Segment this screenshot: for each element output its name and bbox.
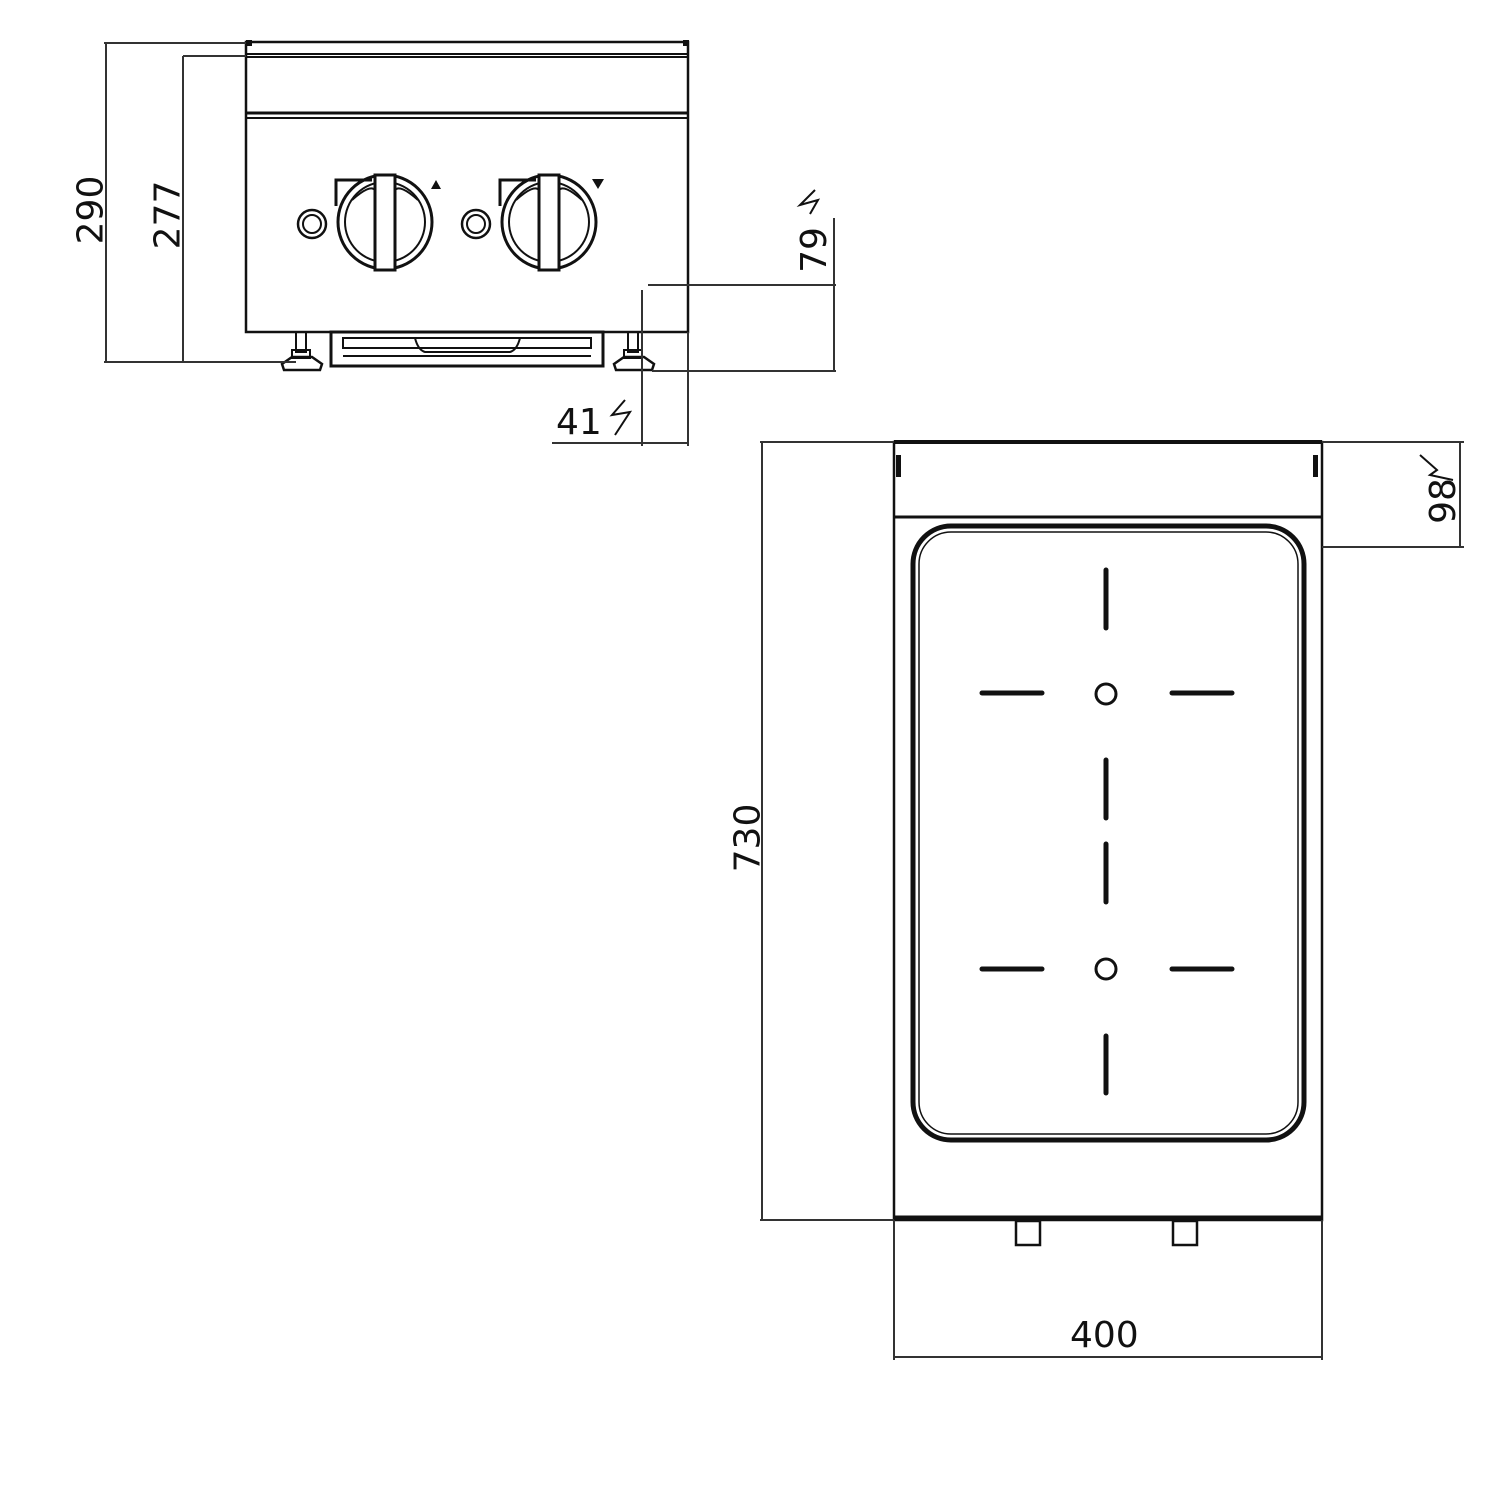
top-view bbox=[892, 440, 1324, 1247]
electric-connection-icon-top bbox=[1419, 454, 1454, 481]
dim-overall-height: 290 bbox=[70, 175, 112, 245]
knob-stem-right bbox=[1171, 1219, 1199, 1247]
dim-power-inlet-height: 79 bbox=[793, 227, 835, 273]
dim-depth: 730 bbox=[727, 803, 769, 873]
knob-grip-right bbox=[537, 173, 561, 272]
front-dimensions bbox=[104, 42, 836, 446]
dim-power-inlet-offset: 41 bbox=[556, 402, 602, 443]
foot-right bbox=[612, 331, 656, 372]
dim-width: 400 bbox=[1070, 1315, 1139, 1356]
front-body bbox=[244, 40, 690, 334]
front-base bbox=[329, 330, 605, 368]
control-left bbox=[296, 173, 441, 272]
dim-power-inlet-depth: 98 bbox=[1422, 478, 1464, 524]
dim-body-height: 277 bbox=[147, 180, 189, 250]
control-right bbox=[460, 173, 604, 272]
front-top-plate bbox=[245, 41, 689, 55]
zone-symbol-rear-icon bbox=[592, 179, 604, 189]
glass-cooktop bbox=[910, 523, 1307, 1143]
knob-grip-left bbox=[373, 173, 397, 272]
top-dimensions bbox=[760, 441, 1464, 1360]
zone-symbol-front-icon bbox=[431, 180, 441, 189]
indicator-light-left bbox=[296, 208, 328, 240]
front-view bbox=[244, 40, 690, 372]
foot-left bbox=[280, 331, 324, 372]
cooking-zone-rear bbox=[979, 567, 1235, 821]
indicator-light-right bbox=[460, 208, 492, 240]
electric-connection-icons-front bbox=[609, 189, 821, 436]
knob-stem-left bbox=[1014, 1219, 1042, 1247]
electric-symbol-icon bbox=[796, 189, 821, 215]
cooking-zone-front bbox=[979, 841, 1235, 1096]
top-body bbox=[892, 440, 1324, 1222]
